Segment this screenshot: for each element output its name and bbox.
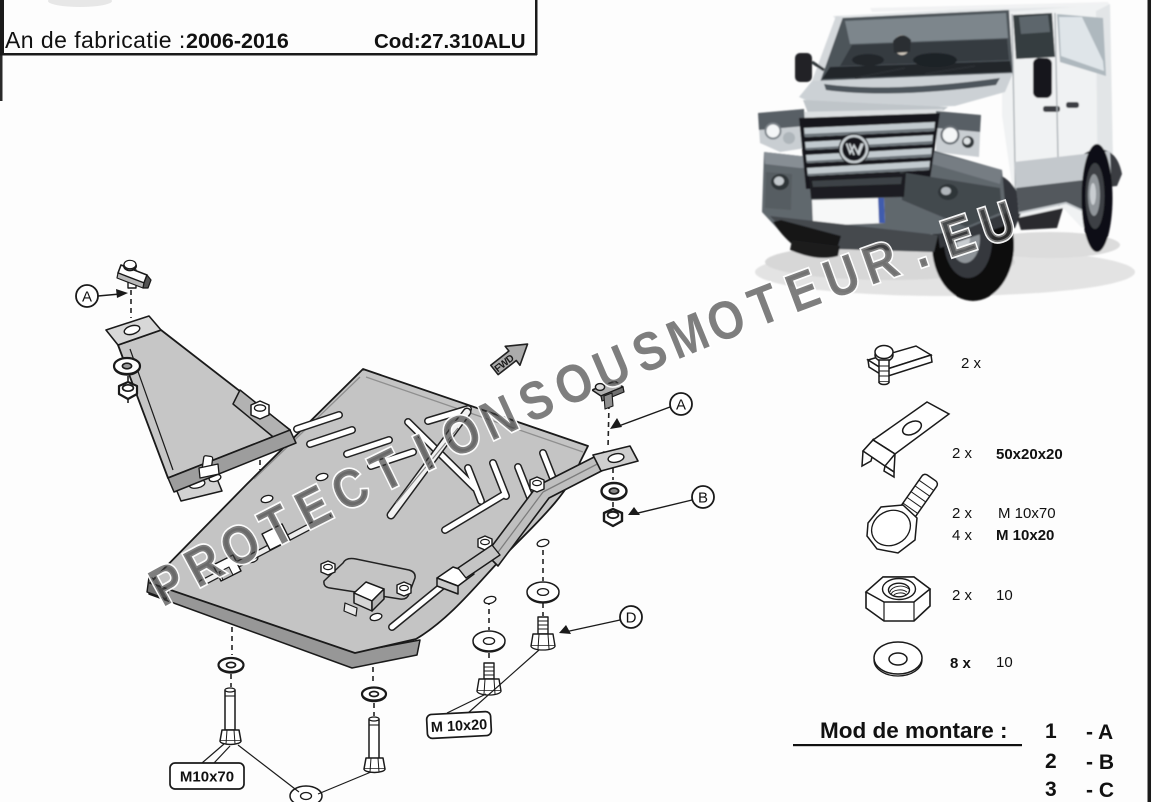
- svg-text:2 x: 2 x: [952, 587, 973, 604]
- svg-text:M10x70: M10x70: [180, 769, 234, 786]
- svg-text:3: 3: [1045, 778, 1057, 801]
- svg-text:- C: - C: [1086, 779, 1114, 802]
- svg-text:1: 1: [1045, 720, 1057, 743]
- svg-text:10: 10: [996, 587, 1013, 604]
- svg-text:8 x: 8 x: [950, 655, 972, 672]
- svg-text:A: A: [82, 289, 92, 306]
- svg-text:2: 2: [1045, 750, 1057, 773]
- svg-text:M 10x70: M 10x70: [998, 505, 1056, 522]
- svg-text:D: D: [626, 610, 637, 627]
- svg-text:2006-2016: 2006-2016: [186, 29, 289, 53]
- svg-text:M 10x20: M 10x20: [430, 717, 487, 736]
- svg-text:2 x: 2 x: [952, 505, 973, 522]
- svg-text:2 x: 2 x: [952, 445, 973, 462]
- svg-text:Mod de montare :: Mod de montare :: [820, 718, 1008, 743]
- svg-text:2 x: 2 x: [961, 355, 982, 372]
- svg-text:- A: - A: [1086, 721, 1113, 744]
- svg-text:An de fabricatie :: An de fabricatie :: [5, 27, 186, 53]
- svg-text:10: 10: [996, 654, 1013, 671]
- svg-text:- B: - B: [1086, 751, 1114, 774]
- svg-text:M 10x20: M 10x20: [996, 527, 1054, 544]
- svg-text:50x20x20: 50x20x20: [996, 446, 1063, 463]
- svg-text:4 x: 4 x: [952, 527, 973, 544]
- svg-text:A: A: [676, 397, 686, 414]
- svg-text:Cod:27.310ALU: Cod:27.310ALU: [374, 30, 526, 53]
- svg-text:B: B: [698, 490, 708, 507]
